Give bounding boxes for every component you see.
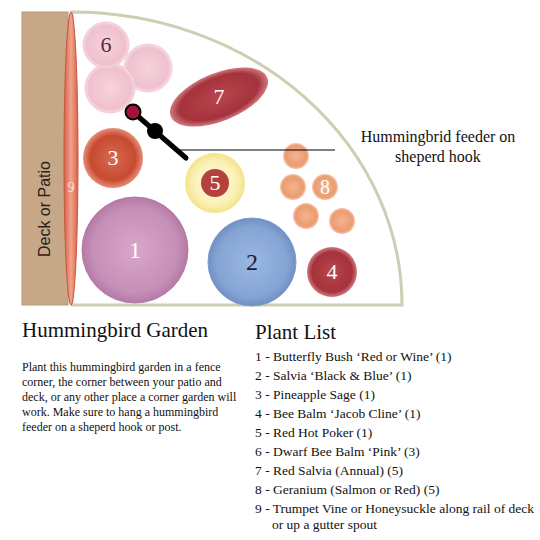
flower-center (201, 169, 229, 197)
plant-circle (85, 63, 135, 113)
list-item: 4 - Bee Balm ‘Jacob Cline’ (1) (255, 406, 535, 422)
list-item: 5 - Red Hot Poker (1) (255, 425, 535, 441)
plant-ellipse-fill (162, 55, 276, 138)
plant-circle (283, 143, 309, 169)
plant-circle-fill (208, 218, 296, 306)
callout-number: 2 (246, 250, 258, 274)
callout-number: 1 (129, 238, 141, 262)
deck-band-outline (22, 12, 68, 305)
vine-strip-fill (64, 12, 78, 305)
feeder-label: Hummingbrid feeder on sheperd hook (358, 127, 518, 167)
list-heading: Plant List (255, 320, 455, 344)
plant-circle-fill (312, 174, 338, 200)
plant-ellipse: 7 (167, 73, 271, 121)
plant-circle: 3 (83, 128, 143, 188)
callout-number: 4 (327, 261, 338, 283)
plant-circle: 2 (208, 218, 296, 306)
plant-circle-fill (83, 22, 129, 68)
plant-circle: 6 (83, 22, 129, 68)
callout-number: 8 (320, 177, 330, 197)
plant-circle (329, 208, 355, 234)
plant-circle: 8 (312, 174, 338, 200)
hook-joint (147, 123, 163, 139)
deck-band: Deck or Patio (22, 12, 68, 305)
area-label: Deck or Patio (37, 160, 53, 256)
plant-circle-fill (82, 197, 188, 303)
garden-bed (72, 12, 402, 305)
callout-number: 7 (214, 86, 225, 108)
list-item: 1 - Butterfly Bush ‘Red or Wine’ (1) (255, 349, 535, 365)
leader-line (176, 149, 335, 150)
plant-circle: 4 (307, 247, 357, 297)
plant-circle-fill (307, 247, 357, 297)
plant-circle-fill (185, 153, 245, 213)
feeder-symbol (126, 105, 141, 120)
note-text: Plant this hummingbird garden in a fence… (22, 360, 240, 435)
list-item: 3 - Pineapple Sage (1) (255, 387, 535, 403)
list-item: 6 - Dwarf Bee Balm ‘Pink’ (3) (255, 444, 535, 460)
plant-circle: 5 (185, 153, 245, 213)
callout-number: 5 (210, 172, 221, 194)
callout-number: 3 (108, 147, 119, 169)
vine-strip-outline (64, 12, 78, 305)
plant-circle: 1 (82, 197, 188, 303)
list-item: 8 - Geranium (Salmon or Red) (5) (255, 482, 535, 498)
vine-strip: 9 (64, 12, 78, 305)
deck-band-fill (22, 12, 68, 305)
plant-circle-fill (83, 128, 143, 188)
plant-circle (293, 203, 319, 229)
title: Hummingbird Garden (22, 318, 208, 343)
callout-number: 9 (68, 181, 75, 195)
list-item: 9 - Trumpet Vine or Honeysuckle along ra… (255, 501, 535, 533)
list-item: 2 - Salvia ‘Black & Blue’ (1) (255, 368, 535, 384)
list-item: 7 - Red Salvia (Annual) (5) (255, 463, 535, 479)
callout-number: 6 (101, 34, 112, 56)
plant-circle (280, 174, 306, 200)
